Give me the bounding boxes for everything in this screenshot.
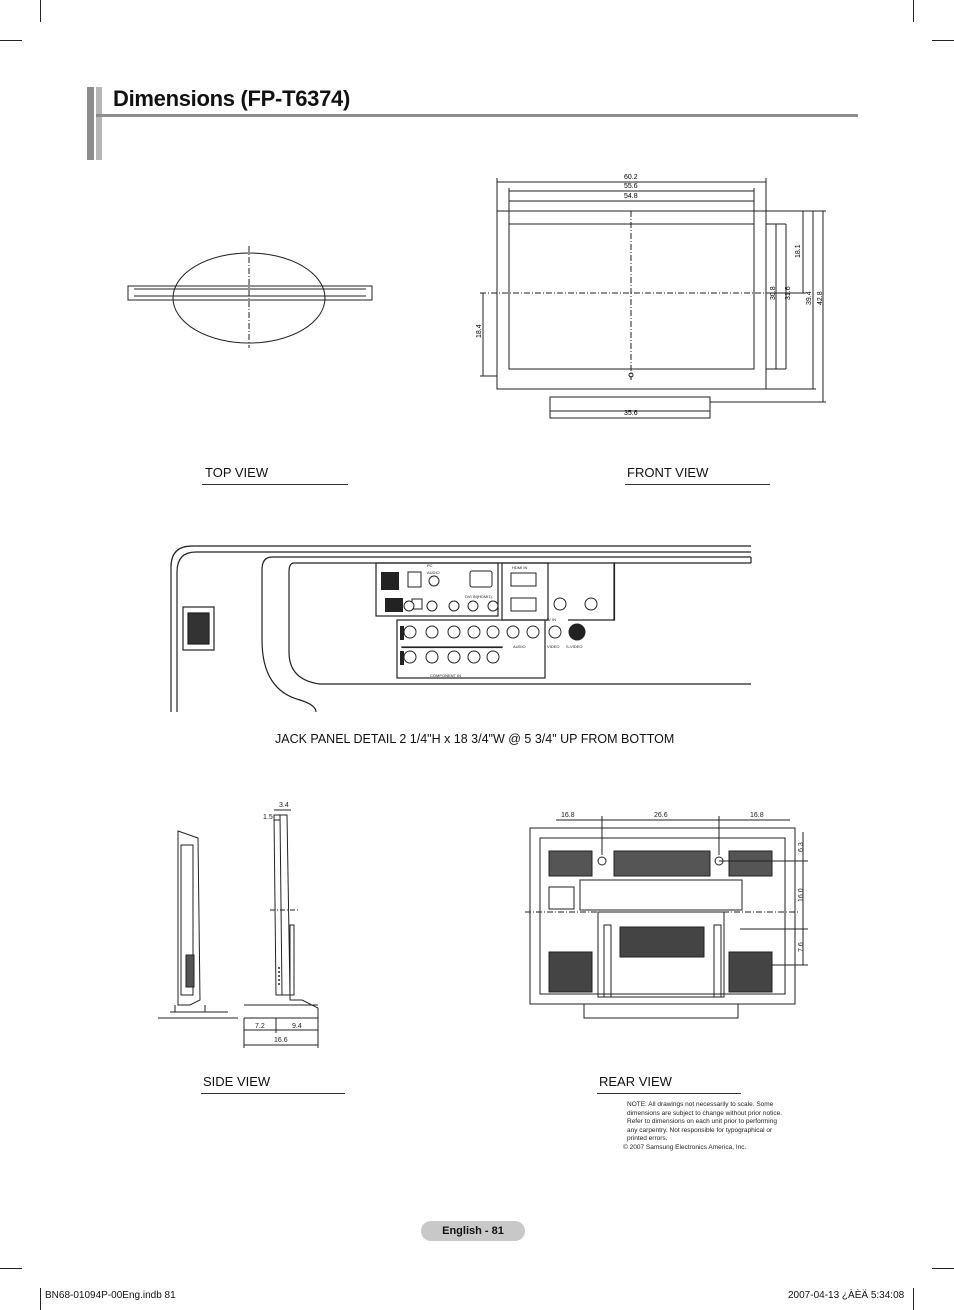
note-line: Refer to dimensions on each unit prior t… <box>627 1118 777 1126</box>
crop-mark <box>932 1268 954 1269</box>
copyright-text: 2007 Samsung Electronics America, Inc. <box>629 1143 747 1151</box>
title-accent-bar <box>96 87 102 160</box>
tv-stand <box>549 396 711 419</box>
label-rule <box>597 1093 741 1094</box>
dim-rear-bottom: 7.6 <box>798 942 805 952</box>
dim-width-screen: 54.8 <box>624 193 638 200</box>
jack-audio-label: AUDIO <box>427 570 440 575</box>
copyright-icon: © <box>623 1143 628 1151</box>
title-rule <box>96 114 858 117</box>
jack-video-label: VIDEO <box>547 644 559 649</box>
dim-stand-width: 35.6 <box>624 410 638 417</box>
page-number: English - 81 <box>442 1225 504 1237</box>
jack-svideo-label: S-VIDEO <box>566 644 582 649</box>
power-socket <box>182 606 215 651</box>
vesa-slot <box>548 850 593 877</box>
tv-top-outline <box>127 285 373 301</box>
note-line: printed errors. <box>627 1135 668 1143</box>
dim-height-left: 18.4 <box>476 324 483 338</box>
front-view-label: FRONT VIEW <box>627 465 709 480</box>
dim-side-base: 16.6 <box>274 1037 288 1044</box>
panel-recess <box>261 556 751 713</box>
jack-panel-caption: JACK PANEL DETAIL 2 1/4"H x 18 3/4"W @ 5… <box>275 732 675 746</box>
dim-width-overall: 60.2 <box>624 174 638 181</box>
panel-outline <box>170 545 751 712</box>
footer-file: BN68-01094P-00Eng.indb 81 <box>45 1290 176 1301</box>
vesa-slot <box>728 850 773 877</box>
disclaimer-note: NOTE: All drawings not necessarily to sc… <box>623 1101 807 1153</box>
dim-height-center: 18.1 <box>795 244 802 258</box>
label-rule <box>202 484 348 485</box>
crop-mark <box>0 1268 22 1269</box>
crop-mark <box>40 0 41 22</box>
dim-height-panel: 39.4 <box>806 291 813 305</box>
top-view-label: TOP VIEW <box>205 465 269 480</box>
jack-audio-lr-label: AUDIO <box>513 644 526 649</box>
jack-pc-label: PC <box>427 563 433 568</box>
title-accent-bar <box>87 87 94 160</box>
tv-top-inner <box>134 288 366 297</box>
dim-width-bezel: 55.6 <box>624 183 638 190</box>
rear-brand-logo: SAMSUNG <box>617 888 663 898</box>
dim-rear-middle: 16.0 <box>798 888 805 902</box>
jack-av-label: AV IN <box>546 617 556 622</box>
jack-dvi-label: DVI IN(HDMI1) <box>465 594 493 599</box>
rear-view-label: REAR VIEW <box>599 1074 672 1089</box>
footer-timestamp: 2007-04-13 ¿ÀÈÄ 5:34:08 <box>788 1290 905 1301</box>
dim-height-overall: 42.8 <box>817 291 824 305</box>
dim-height-bezel: 31.6 <box>785 286 792 300</box>
crop-mark <box>40 1288 41 1310</box>
vesa-slot <box>613 850 711 877</box>
page-number-badge: English - 81 <box>421 1221 525 1241</box>
note-line: NOTE: All drawings not necessarily to sc… <box>627 1101 774 1108</box>
dim-side-a: 7.2 <box>255 1023 265 1030</box>
note-line: any carpentry. Not responsible for typog… <box>627 1126 773 1134</box>
jack-component-label: COMPONENT IN <box>430 673 461 678</box>
page-title: Dimensions (FP-T6374) <box>113 86 350 111</box>
dim-rear-top: 6.3 <box>798 842 805 852</box>
note-line: dimensions are subject to change without… <box>627 1109 783 1117</box>
crop-mark <box>0 40 22 41</box>
dim-height-screen: 30.8 <box>770 286 777 300</box>
power-led <box>628 372 634 378</box>
dim-rear-mid: 26.6 <box>654 812 668 819</box>
label-rule <box>201 1093 345 1094</box>
side-left-profile <box>177 830 201 1006</box>
crop-mark <box>913 1288 914 1310</box>
side-view-label: SIDE VIEW <box>203 1074 271 1089</box>
dim-rear-right: 16.8 <box>750 812 764 819</box>
copyright-line: © 2007 Samsung Electronics America, Inc. <box>623 1144 807 1153</box>
dim-side-top: 3.4 <box>279 802 289 809</box>
crop-mark <box>932 40 954 41</box>
dim-rear-left: 16.8 <box>561 812 575 819</box>
rear-outline <box>529 827 796 1005</box>
jack-hdmi-label: HDMI IN <box>512 565 527 570</box>
dim-side-top2: 1.5 <box>263 814 273 821</box>
label-rule <box>625 484 770 485</box>
crop-mark <box>913 0 914 22</box>
dim-side-b: 9.4 <box>292 1023 302 1030</box>
